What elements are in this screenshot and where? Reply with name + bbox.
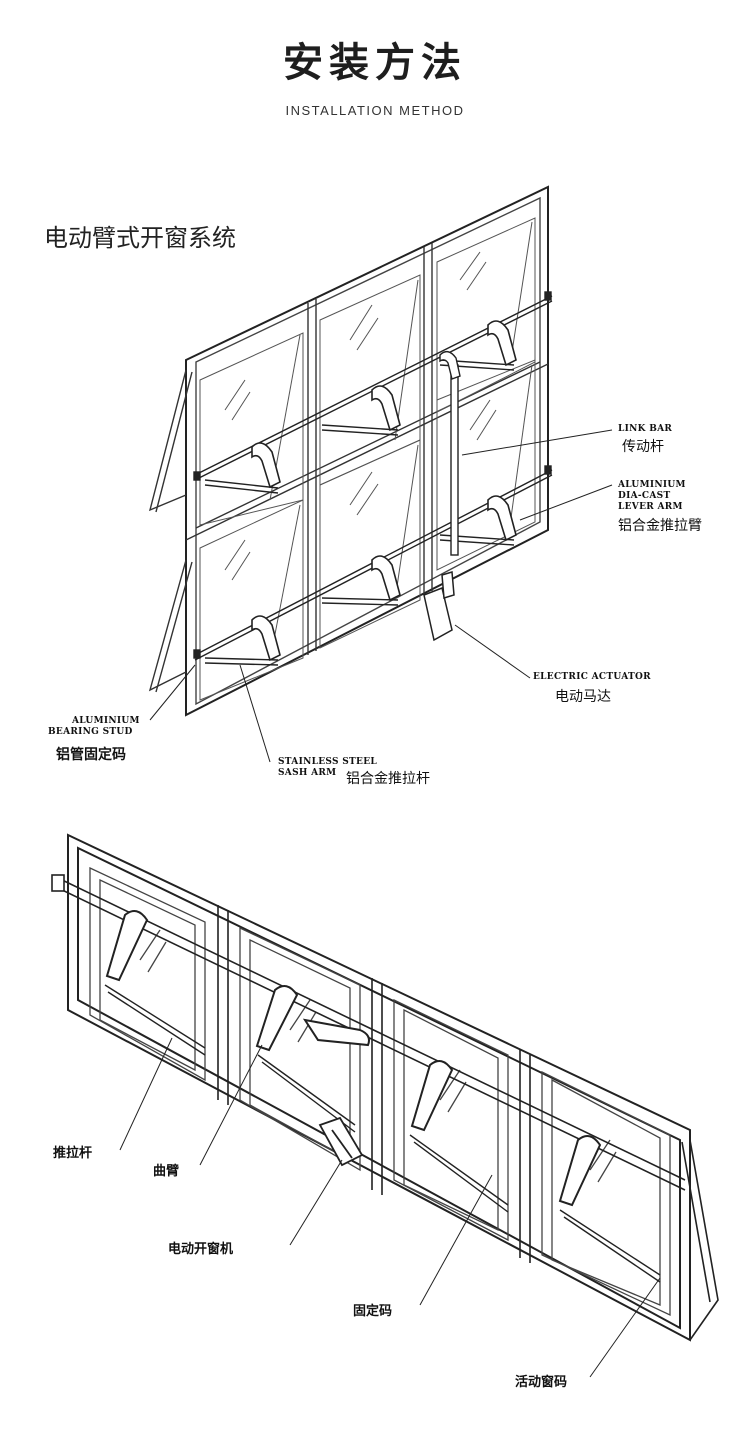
label-crank-arm: 曲臂 (153, 1164, 180, 1179)
label-lever-arm-en-2: DIA-CAST (618, 491, 671, 501)
label-bearing-stud-en-2: BEARING STUD (48, 727, 133, 737)
label-actuator-zh: 电动马达 (555, 689, 611, 705)
label-sash-arm-en-2: SASH ARM (278, 768, 337, 778)
label-link-bar-en: LINK BAR (618, 424, 673, 434)
frame-2-outer (67, 833, 691, 1342)
page-title: 安装方法 (283, 40, 467, 86)
open-sash-left (148, 369, 193, 693)
diagram1-title: 电动臂式开窗系统 (44, 224, 236, 252)
label-fixed-bracket: 固定码 (353, 1304, 393, 1319)
outer-frame (185, 185, 549, 717)
label-sash-arm-en-1: STAINLESS STEEL (278, 757, 377, 767)
page-subtitle: INSTALLATION METHOD (285, 103, 465, 118)
label-lever-arm-zh: 铝合金推拉臂 (618, 518, 702, 534)
frame-2-sashes (89, 866, 671, 1317)
label-push-pull-rod: 推拉杆 (53, 1146, 93, 1161)
frame-2-right-open (681, 1139, 719, 1341)
leader-lines (149, 429, 613, 763)
window-system-diagram-1 (148, 185, 613, 763)
electric-opener-2 (318, 1116, 364, 1167)
glass-panes (199, 217, 536, 701)
label-lever-arm-en-1: ALUMINIUM (618, 480, 686, 490)
label-link-bar-zh: 传动杆 (622, 439, 664, 455)
crank-arms-2 (105, 910, 602, 1207)
label-sash-arm-zh: 铝合金推拉杆 (346, 771, 430, 787)
bearing-studs (193, 291, 552, 659)
label-bearing-stud-zh: 铝管固定码 (56, 747, 126, 763)
vertical-link-bar (439, 350, 461, 556)
label-actuator-en: ELECTRIC ACTUATOR (533, 672, 651, 682)
electric-actuator (423, 571, 455, 642)
label-lever-arm-en-3: LEVER ARM (618, 502, 683, 512)
label-bearing-stud-en-1: ALUMINIUM (72, 716, 140, 726)
label-movable-bracket: 活动窗码 (515, 1375, 568, 1390)
leader-lines-2 (119, 1037, 661, 1378)
frame-2-mullions (217, 905, 531, 1263)
label-electric-opener: 电动开窗机 (168, 1242, 234, 1257)
